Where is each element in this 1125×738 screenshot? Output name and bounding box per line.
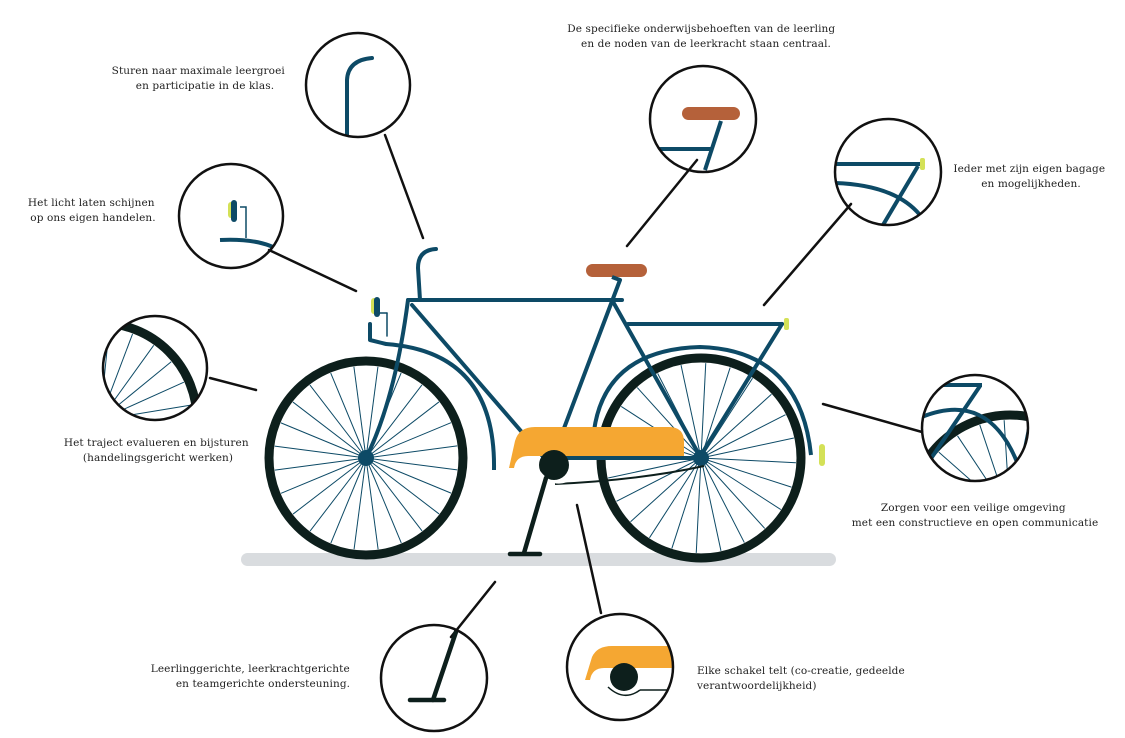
chain bbox=[554, 465, 705, 485]
wheel-spoke bbox=[365, 445, 458, 459]
wheel-spoke bbox=[938, 451, 1011, 481]
wheel-spoke bbox=[365, 457, 452, 494]
rear-reflector bbox=[819, 444, 825, 466]
wheel-spoke bbox=[365, 422, 452, 459]
label-traject: Het traject evalueren en bijsturen (hand… bbox=[64, 437, 252, 464]
detail-fender bbox=[920, 373, 1030, 610]
detail-saddle bbox=[648, 64, 758, 174]
wheel-spoke bbox=[29, 420, 100, 478]
wheel-spoke bbox=[695, 457, 702, 553]
wheel-spoke bbox=[700, 457, 745, 543]
wheel-spoke bbox=[91, 420, 100, 512]
wheel-spoke bbox=[680, 365, 702, 459]
wheel-spoke bbox=[700, 457, 792, 488]
wheel-spoke bbox=[9, 420, 100, 435]
wheel-spoke bbox=[274, 457, 367, 471]
label-sturen: Sturen naar maximale leergroei en partic… bbox=[112, 65, 289, 92]
wheel-spoke bbox=[365, 366, 379, 459]
wheel-spoke bbox=[62, 336, 100, 420]
detail-kickstand bbox=[379, 623, 489, 733]
wheel-spoke bbox=[700, 457, 782, 510]
label-bagage: Ieder met zijn eigen bagage en mogelijkh… bbox=[953, 163, 1108, 190]
wheel-spoke bbox=[353, 366, 367, 459]
wheel-spoke bbox=[365, 457, 379, 550]
wheel-spoke bbox=[292, 401, 367, 459]
wheel-spoke bbox=[616, 457, 702, 502]
wheel-spoke bbox=[14, 387, 100, 420]
leader-lines bbox=[208, 133, 924, 639]
wheel-spoke bbox=[309, 457, 367, 532]
wheel-spoke bbox=[280, 457, 367, 494]
wheel-spoke bbox=[85, 329, 100, 420]
wheel-spoke bbox=[353, 457, 367, 550]
label-schakel: Elke schakel telt (co-creatie, gedeelde … bbox=[696, 665, 908, 692]
wheel-spoke bbox=[365, 384, 423, 459]
wheel-spoke bbox=[700, 393, 772, 459]
wheel-spoke bbox=[700, 457, 722, 551]
wheel-spoke bbox=[103, 419, 192, 420]
kickstand bbox=[507, 475, 549, 557]
wheel-spoke bbox=[280, 422, 367, 459]
wheel-spoke bbox=[979, 424, 1011, 481]
wheel-spoke bbox=[330, 372, 367, 459]
wheel-spoke bbox=[365, 457, 402, 544]
detail-handlebar bbox=[304, 31, 412, 139]
wheel-spoke bbox=[103, 419, 116, 420]
wheel-spoke bbox=[700, 457, 766, 529]
rear-reflector-top bbox=[784, 318, 789, 330]
bicycle bbox=[264, 247, 825, 563]
detail-light bbox=[177, 162, 285, 270]
wheel-spoke bbox=[365, 457, 423, 532]
wheel-spoke bbox=[103, 404, 191, 420]
wheel-spoke bbox=[1010, 515, 1016, 610]
wheel-spoke bbox=[330, 457, 367, 544]
wheel-spoke bbox=[25, 366, 100, 420]
detail-wheel bbox=[8, 314, 209, 512]
wheel-spoke bbox=[700, 367, 731, 459]
wheel-spoke bbox=[274, 445, 367, 459]
wheel-spoke bbox=[636, 387, 702, 459]
wheel-spoke bbox=[957, 435, 1011, 481]
wheel-spoke bbox=[608, 457, 702, 479]
wheel-spoke bbox=[700, 437, 794, 459]
label-ondersteuning: Leerlinggerichte, leerkrachtgerichte en … bbox=[151, 663, 353, 690]
wheel-spoke bbox=[700, 414, 786, 459]
front-fender bbox=[385, 342, 497, 471]
wheel-spoke bbox=[309, 384, 367, 459]
label-omgeving: Zorgen voor een veilige omgeving met een… bbox=[852, 502, 1099, 529]
label-onderwijsbehoeften: De specifieke onderwijsbehoeften van de … bbox=[567, 23, 838, 50]
wheel-spoke bbox=[671, 457, 702, 549]
detail-rack bbox=[833, 117, 943, 227]
label-licht: Het licht laten schijnen op ons eigen ha… bbox=[28, 197, 158, 224]
wheel-spoke bbox=[365, 401, 440, 459]
wheel-spoke bbox=[700, 363, 707, 459]
wheel-spoke bbox=[8, 411, 100, 420]
wheel-spoke bbox=[700, 457, 796, 464]
detail-chain-guard bbox=[565, 612, 675, 722]
wheel-spoke bbox=[365, 457, 458, 471]
chain-guard bbox=[509, 427, 684, 468]
wheel-spoke bbox=[649, 457, 702, 539]
rear-fender bbox=[591, 344, 813, 456]
saddle bbox=[586, 264, 647, 277]
wheel-spoke bbox=[292, 457, 367, 515]
wheel-spoke bbox=[42, 349, 100, 420]
wheel-spoke bbox=[365, 457, 440, 515]
crank bbox=[539, 450, 569, 480]
front-wheel bbox=[264, 356, 468, 560]
